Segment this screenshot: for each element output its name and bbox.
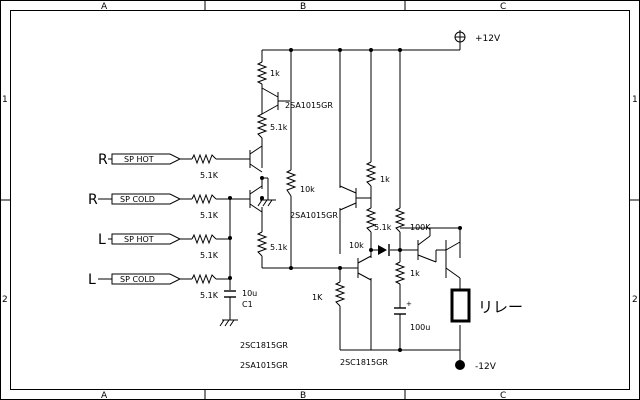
capacitor-c1-name: C1 bbox=[242, 300, 253, 309]
resistor-5k1-lower bbox=[256, 231, 268, 257]
capacitor-100u-label: 100u bbox=[410, 323, 430, 332]
minus-12v-terminal-icon bbox=[455, 360, 465, 370]
junction-dots bbox=[228, 48, 462, 352]
connector-l-sp-hot-label: SP HOT bbox=[124, 235, 154, 244]
capacitor-c1-value: 10u bbox=[242, 289, 257, 298]
zone-label-top-b: B bbox=[300, 2, 306, 12]
zone-label-bottom-c: C bbox=[500, 391, 506, 400]
resistor-1k-top-label: 1k bbox=[270, 69, 280, 78]
resistor-input-3 bbox=[191, 233, 217, 245]
pnp-transistor-mid-label: 2SA1015GR bbox=[290, 211, 338, 220]
zone-label-top-c: C bbox=[500, 2, 506, 12]
capacitor-100u-plus: + bbox=[406, 300, 412, 308]
resistor-1k-d bbox=[394, 261, 406, 285]
note-part-1: 2SC1815GR bbox=[240, 341, 288, 350]
resistor-5k1-upper bbox=[256, 113, 268, 139]
minus-12v-label: -12V bbox=[475, 362, 497, 372]
zone-label-right-1: 1 bbox=[632, 95, 638, 105]
npn-transistor-r-hot-icon bbox=[238, 138, 263, 173]
resistor-input-3-label: 5.1K bbox=[200, 251, 219, 260]
pnp-transistor-top-label: 2SA1015GR bbox=[285, 101, 333, 110]
resistor-10k-mid-label: 10k bbox=[300, 185, 315, 194]
resistor-100k bbox=[394, 207, 406, 233]
npn-transistor-output-icon bbox=[445, 240, 461, 279]
left-column-wiring bbox=[261, 50, 340, 269]
zone-label-bottom-b: B bbox=[300, 391, 306, 400]
pnp-transistor-top-icon bbox=[261, 84, 290, 115]
plus-12v-terminal-icon bbox=[454, 30, 466, 44]
resistor-10k-b-label: 10k bbox=[349, 241, 364, 250]
resistor-input-4-label: 5.1K bbox=[200, 291, 219, 300]
resistor-1k-d-label: 1k bbox=[410, 269, 420, 278]
channel-l-hot-label: L bbox=[98, 232, 106, 248]
capacitor-c1-icon bbox=[224, 290, 236, 298]
resistor-5k1-b bbox=[365, 207, 377, 233]
connector-l-sp-cold bbox=[111, 273, 182, 285]
resistor-10k-mid bbox=[285, 169, 297, 197]
resistor-input-1 bbox=[191, 153, 217, 165]
zone-label-bottom-a: A bbox=[101, 391, 108, 400]
npn-transistor-mid-icon bbox=[352, 255, 372, 281]
resistor-input-4 bbox=[191, 273, 217, 285]
resistor-5k1-upper-label: 5.1k bbox=[270, 123, 288, 132]
pnp-transistor-mid-icon bbox=[339, 185, 371, 211]
zone-label-left-2: 2 bbox=[2, 295, 8, 305]
resistor-5k1-b-label: 5.1k bbox=[374, 223, 392, 232]
resistor-input-2-label: 5.1K bbox=[200, 211, 219, 220]
resistor-1k-b bbox=[365, 161, 377, 187]
connector-l-sp-cold-label: SP COLD bbox=[120, 275, 155, 284]
resistor-input-2 bbox=[191, 193, 217, 205]
middle-wiring bbox=[339, 50, 461, 350]
resistor-5k1-lower-label: 5.1k bbox=[270, 243, 288, 252]
resistor-1k-c-label: 1K bbox=[312, 293, 323, 302]
connector-r-sp-cold-label: SP COLD bbox=[120, 195, 155, 204]
zone-label-top-a: A bbox=[101, 2, 108, 12]
connector-r-sp-hot-label: SP HOT bbox=[124, 155, 154, 164]
channel-r-cold-label: R bbox=[88, 192, 98, 208]
npn-transistor-r-cold-icon bbox=[238, 185, 263, 213]
npn-transistor-mid-label: 2SC1815GR bbox=[340, 358, 388, 367]
diode-icon bbox=[378, 244, 390, 256]
resistor-1k-top bbox=[256, 61, 268, 85]
plus-12v-label: +12V bbox=[475, 34, 501, 44]
connector-r-sp-hot bbox=[111, 153, 182, 165]
resistor-1k-b-label: 1k bbox=[380, 175, 390, 184]
zone-label-right-2: 2 bbox=[632, 295, 638, 305]
capacitor-100u-icon bbox=[394, 307, 406, 315]
connector-l-sp-hot bbox=[111, 233, 182, 245]
channel-lead-lines bbox=[98, 158, 112, 280]
resistor-1k-c bbox=[334, 281, 346, 307]
relay-label: リレー bbox=[478, 298, 523, 316]
channel-r-hot-label: R bbox=[98, 152, 108, 168]
zone-label-left-1: 1 bbox=[2, 95, 8, 105]
connector-r-sp-cold bbox=[111, 193, 182, 205]
channel-l-cold-label: L bbox=[88, 272, 96, 288]
npn-transistor-driver-icon bbox=[417, 228, 437, 263]
ground-icon-c1 bbox=[219, 319, 238, 327]
ground-icon-emitter bbox=[257, 177, 276, 207]
relay-coil-icon bbox=[450, 288, 471, 323]
input-wiring bbox=[180, 158, 238, 320]
resistor-input-1-label: 5.1K bbox=[200, 171, 219, 180]
note-part-2: 2SA1015GR bbox=[240, 361, 288, 370]
resistor-100k-label: 100K bbox=[410, 223, 431, 232]
inner-border bbox=[10, 10, 630, 390]
